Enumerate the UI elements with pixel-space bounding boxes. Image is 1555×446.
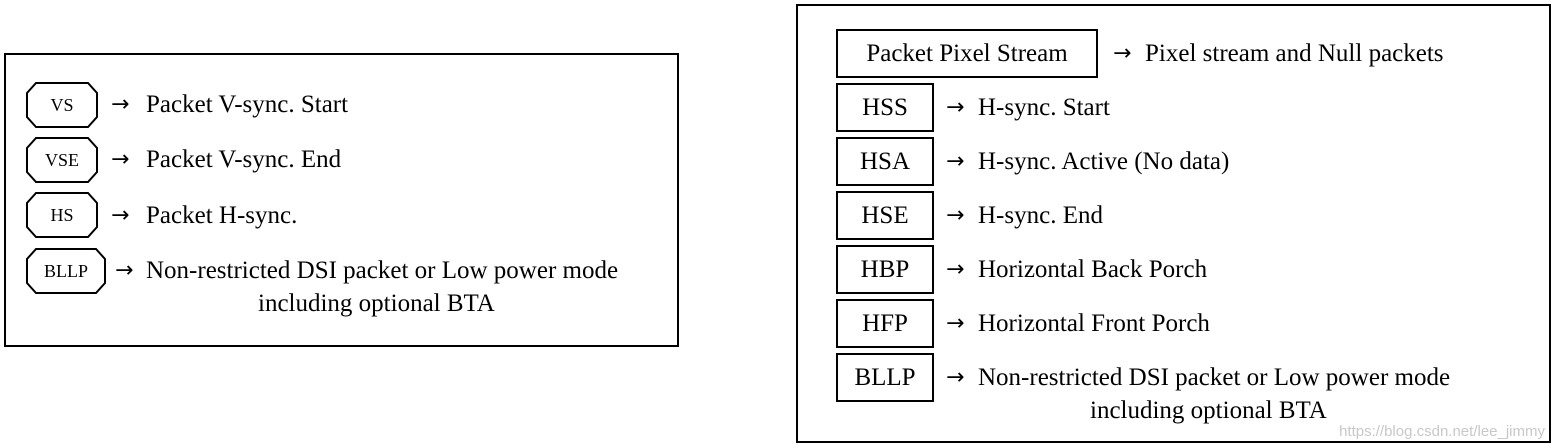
vse-packet-symbol: VSE [26,137,98,183]
hs-description: Packet H-sync. [146,202,298,229]
bllp-description-line2: including optional BTA [1090,397,1327,424]
right-arrow-icon: → [111,147,130,172]
hs-code-label: HS [50,204,74,225]
hfp-description: Horizontal Front Porch [978,310,1210,337]
hs-packet-symbol: HS [26,192,98,238]
hse-description: H-sync. End [978,202,1103,229]
right-arrow-icon: → [111,92,130,117]
right-arrow-icon: → [946,365,965,390]
right-arrow-icon: → [946,257,965,282]
packet-pixel-stream-description: Pixel stream and Null packets [1145,40,1444,67]
hfp-box: HFP [836,299,934,348]
vs-description: Packet V-sync. Start [146,91,349,118]
hsa-description: H-sync. Active (No data) [978,148,1230,175]
hsa-box: HSA [836,137,934,186]
hss-box: HSS [836,83,934,132]
packet-pixel-stream-box: Packet Pixel Stream [836,29,1098,78]
hbp-box: HBP [836,245,934,294]
bllp-description: Non-restricted DSI packet or Low power m… [146,257,619,284]
right-legend-panel: Packet Pixel Stream → Pixel stream and N… [796,4,1551,443]
right-arrow-icon: → [115,258,134,283]
bllp-box: BLLP [836,353,934,402]
hss-description: H-sync. Start [978,94,1110,121]
right-arrow-icon: → [111,203,130,228]
bllp-description: Non-restricted DSI packet or Low power m… [978,364,1451,391]
right-arrow-icon: → [1113,41,1132,66]
bllp-packet-symbol: BLLP [26,248,106,294]
vs-packet-symbol: VS [26,82,98,128]
bllp-description-line2: including optional BTA [258,290,495,317]
right-arrow-icon: → [946,95,965,120]
hbp-description: Horizontal Back Porch [978,256,1208,283]
right-arrow-icon: → [946,311,965,336]
vse-description: Packet V-sync. End [146,146,342,173]
right-arrow-icon: → [946,203,965,228]
left-legend-panel: VS → Packet V-sync. Start VSE → Packet V… [4,53,679,347]
hse-box: HSE [836,191,934,240]
bllp-code-label: BLLP [43,260,88,281]
right-arrow-icon: → [946,149,965,174]
vs-code-label: VS [50,94,74,115]
watermark-text: https://blog.csdn.net/lee_jimmy [1339,423,1545,440]
vse-code-label: VSE [44,149,79,170]
